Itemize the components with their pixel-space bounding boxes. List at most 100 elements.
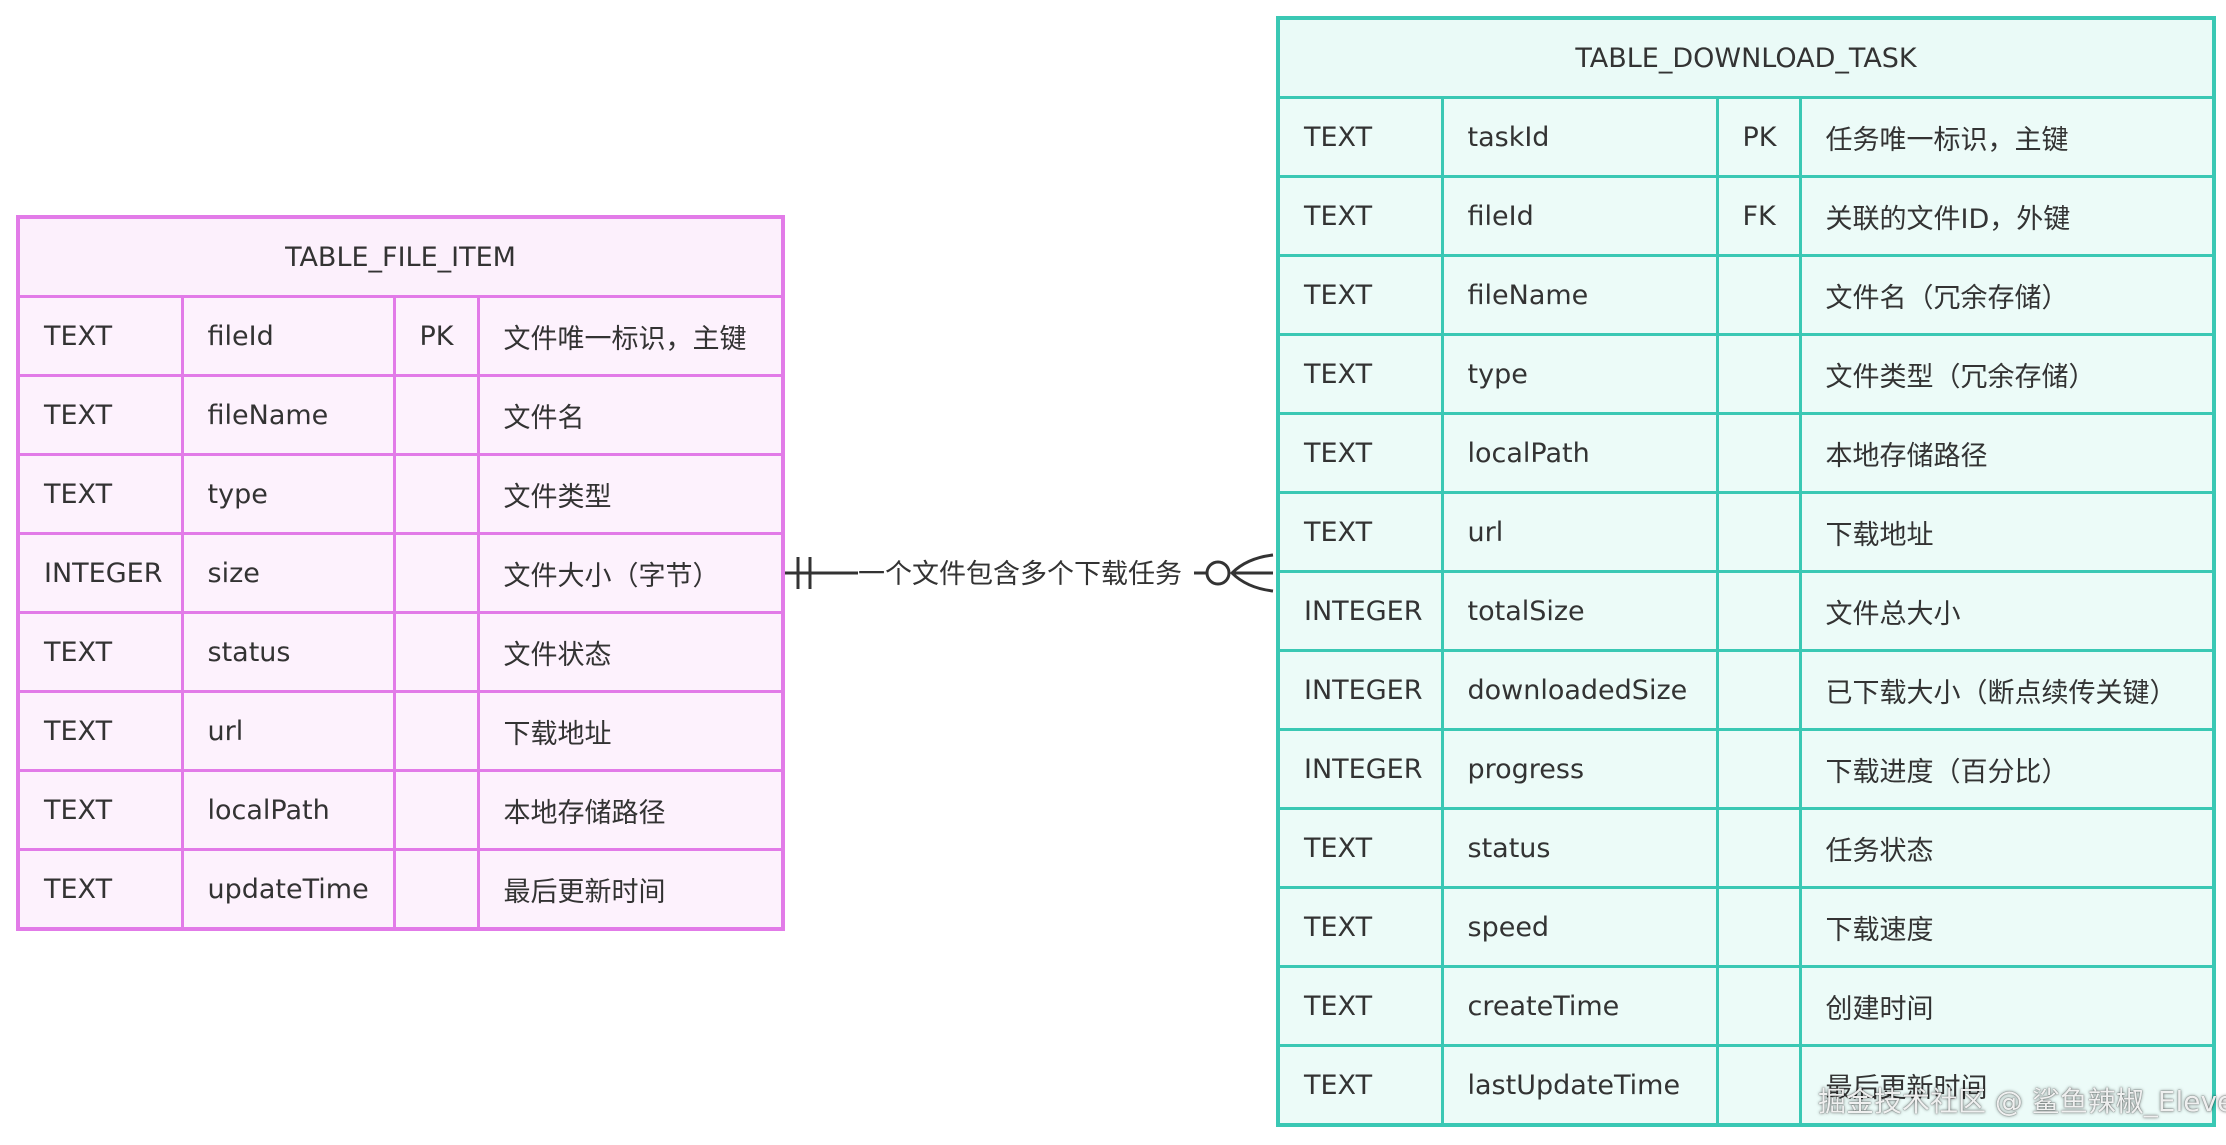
attribute-type: TEXT	[16, 769, 184, 851]
attribute-comment: 最后更新时间	[476, 848, 785, 931]
attribute-comment: 本地存储路径	[476, 769, 785, 851]
attribute-name: createTime	[1440, 965, 1719, 1047]
attribute-key: PK	[392, 295, 480, 377]
attribute-name: fileId	[180, 295, 396, 377]
attribute-type: TEXT	[1276, 807, 1444, 889]
relationship-label-background	[858, 555, 1194, 591]
attribute-comment: 创建时间	[1798, 965, 2216, 1047]
attribute-comment: 任务状态	[1798, 807, 2216, 889]
attribute-key	[1715, 728, 1802, 810]
attribute-comment: 文件大小（字节）	[476, 532, 785, 614]
attribute-type: TEXT	[16, 611, 184, 693]
attribute-comment: 最后更新时间	[1798, 1044, 2216, 1127]
attribute-key	[1715, 412, 1802, 494]
attribute-comment: 下载地址	[476, 690, 785, 772]
attribute-type: TEXT	[1276, 965, 1444, 1047]
attribute-key	[392, 611, 480, 693]
attribute-key	[1715, 807, 1802, 889]
attribute-comment: 文件名	[476, 374, 785, 456]
attribute-type: INTEGER	[1276, 649, 1444, 731]
attribute-comment: 文件总大小	[1798, 570, 2216, 652]
attribute-type: TEXT	[16, 848, 184, 931]
attribute-type: TEXT	[1276, 412, 1444, 494]
attribute-key	[1715, 333, 1802, 415]
attribute-type: TEXT	[16, 453, 184, 535]
attribute-comment: 关联的文件ID，外键	[1798, 175, 2216, 257]
attribute-key	[392, 374, 480, 456]
entity-title: TABLE_FILE_ITEM	[16, 215, 785, 298]
attribute-type: TEXT	[16, 690, 184, 772]
attribute-name: type	[180, 453, 396, 535]
attribute-type: TEXT	[16, 295, 184, 377]
attribute-name: taskId	[1440, 96, 1719, 178]
attribute-name: updateTime	[180, 848, 396, 931]
watermark-text: 掘金技术社区 @ 鲨鱼辣椒_Eleven	[1818, 1085, 2226, 1118]
attribute-name: url	[1440, 491, 1719, 573]
attribute-comment: 文件名（冗余存储）	[1798, 254, 2216, 336]
attribute-key	[392, 532, 480, 614]
attribute-key	[1715, 886, 1802, 968]
zero-cardinality-circle	[1205, 560, 1231, 586]
attribute-type: TEXT	[1276, 491, 1444, 573]
attribute-comment: 任务唯一标识，主键	[1798, 96, 2216, 178]
attribute-key	[392, 848, 480, 931]
attribute-key: PK	[1715, 96, 1802, 178]
attribute-type: TEXT	[1276, 175, 1444, 257]
attribute-comment: 本地存储路径	[1798, 412, 2216, 494]
attribute-comment: 文件类型	[476, 453, 785, 535]
attribute-comment: 下载进度（百分比）	[1798, 728, 2216, 810]
relationship-label: 一个文件包含多个下载任务	[858, 559, 1182, 590]
attribute-type: INTEGER	[16, 532, 184, 614]
crow-foot-icon	[1229, 553, 1274, 593]
attribute-comment: 文件唯一标识，主键	[476, 295, 785, 377]
attribute-key	[392, 769, 480, 851]
attribute-type: TEXT	[1276, 886, 1444, 968]
attribute-comment: 文件类型（冗余存储）	[1798, 333, 2216, 415]
attribute-name: lastUpdateTime	[1440, 1044, 1719, 1127]
attribute-comment: 下载地址	[1798, 491, 2216, 573]
attribute-key	[392, 690, 480, 772]
attribute-name: status	[180, 611, 396, 693]
attribute-type: TEXT	[16, 374, 184, 456]
attribute-name: fileName	[180, 374, 396, 456]
attribute-name: speed	[1440, 886, 1719, 968]
attribute-name: size	[180, 532, 396, 614]
attribute-key	[392, 453, 480, 535]
attribute-key	[1715, 491, 1802, 573]
attribute-key	[1715, 1044, 1802, 1127]
attribute-name: fileName	[1440, 254, 1719, 336]
attribute-type: TEXT	[1276, 96, 1444, 178]
attribute-name: type	[1440, 333, 1719, 415]
attribute-key: FK	[1715, 175, 1802, 257]
attribute-name: downloadedSize	[1440, 649, 1719, 731]
attribute-name: progress	[1440, 728, 1719, 810]
attribute-key	[1715, 965, 1802, 1047]
attribute-name: fileId	[1440, 175, 1719, 257]
attribute-name: totalSize	[1440, 570, 1719, 652]
attribute-name: localPath	[1440, 412, 1719, 494]
attribute-name: url	[180, 690, 396, 772]
entity-title: TABLE_DOWNLOAD_TASK	[1276, 16, 2216, 99]
attribute-key	[1715, 570, 1802, 652]
attribute-comment: 下载速度	[1798, 886, 2216, 968]
